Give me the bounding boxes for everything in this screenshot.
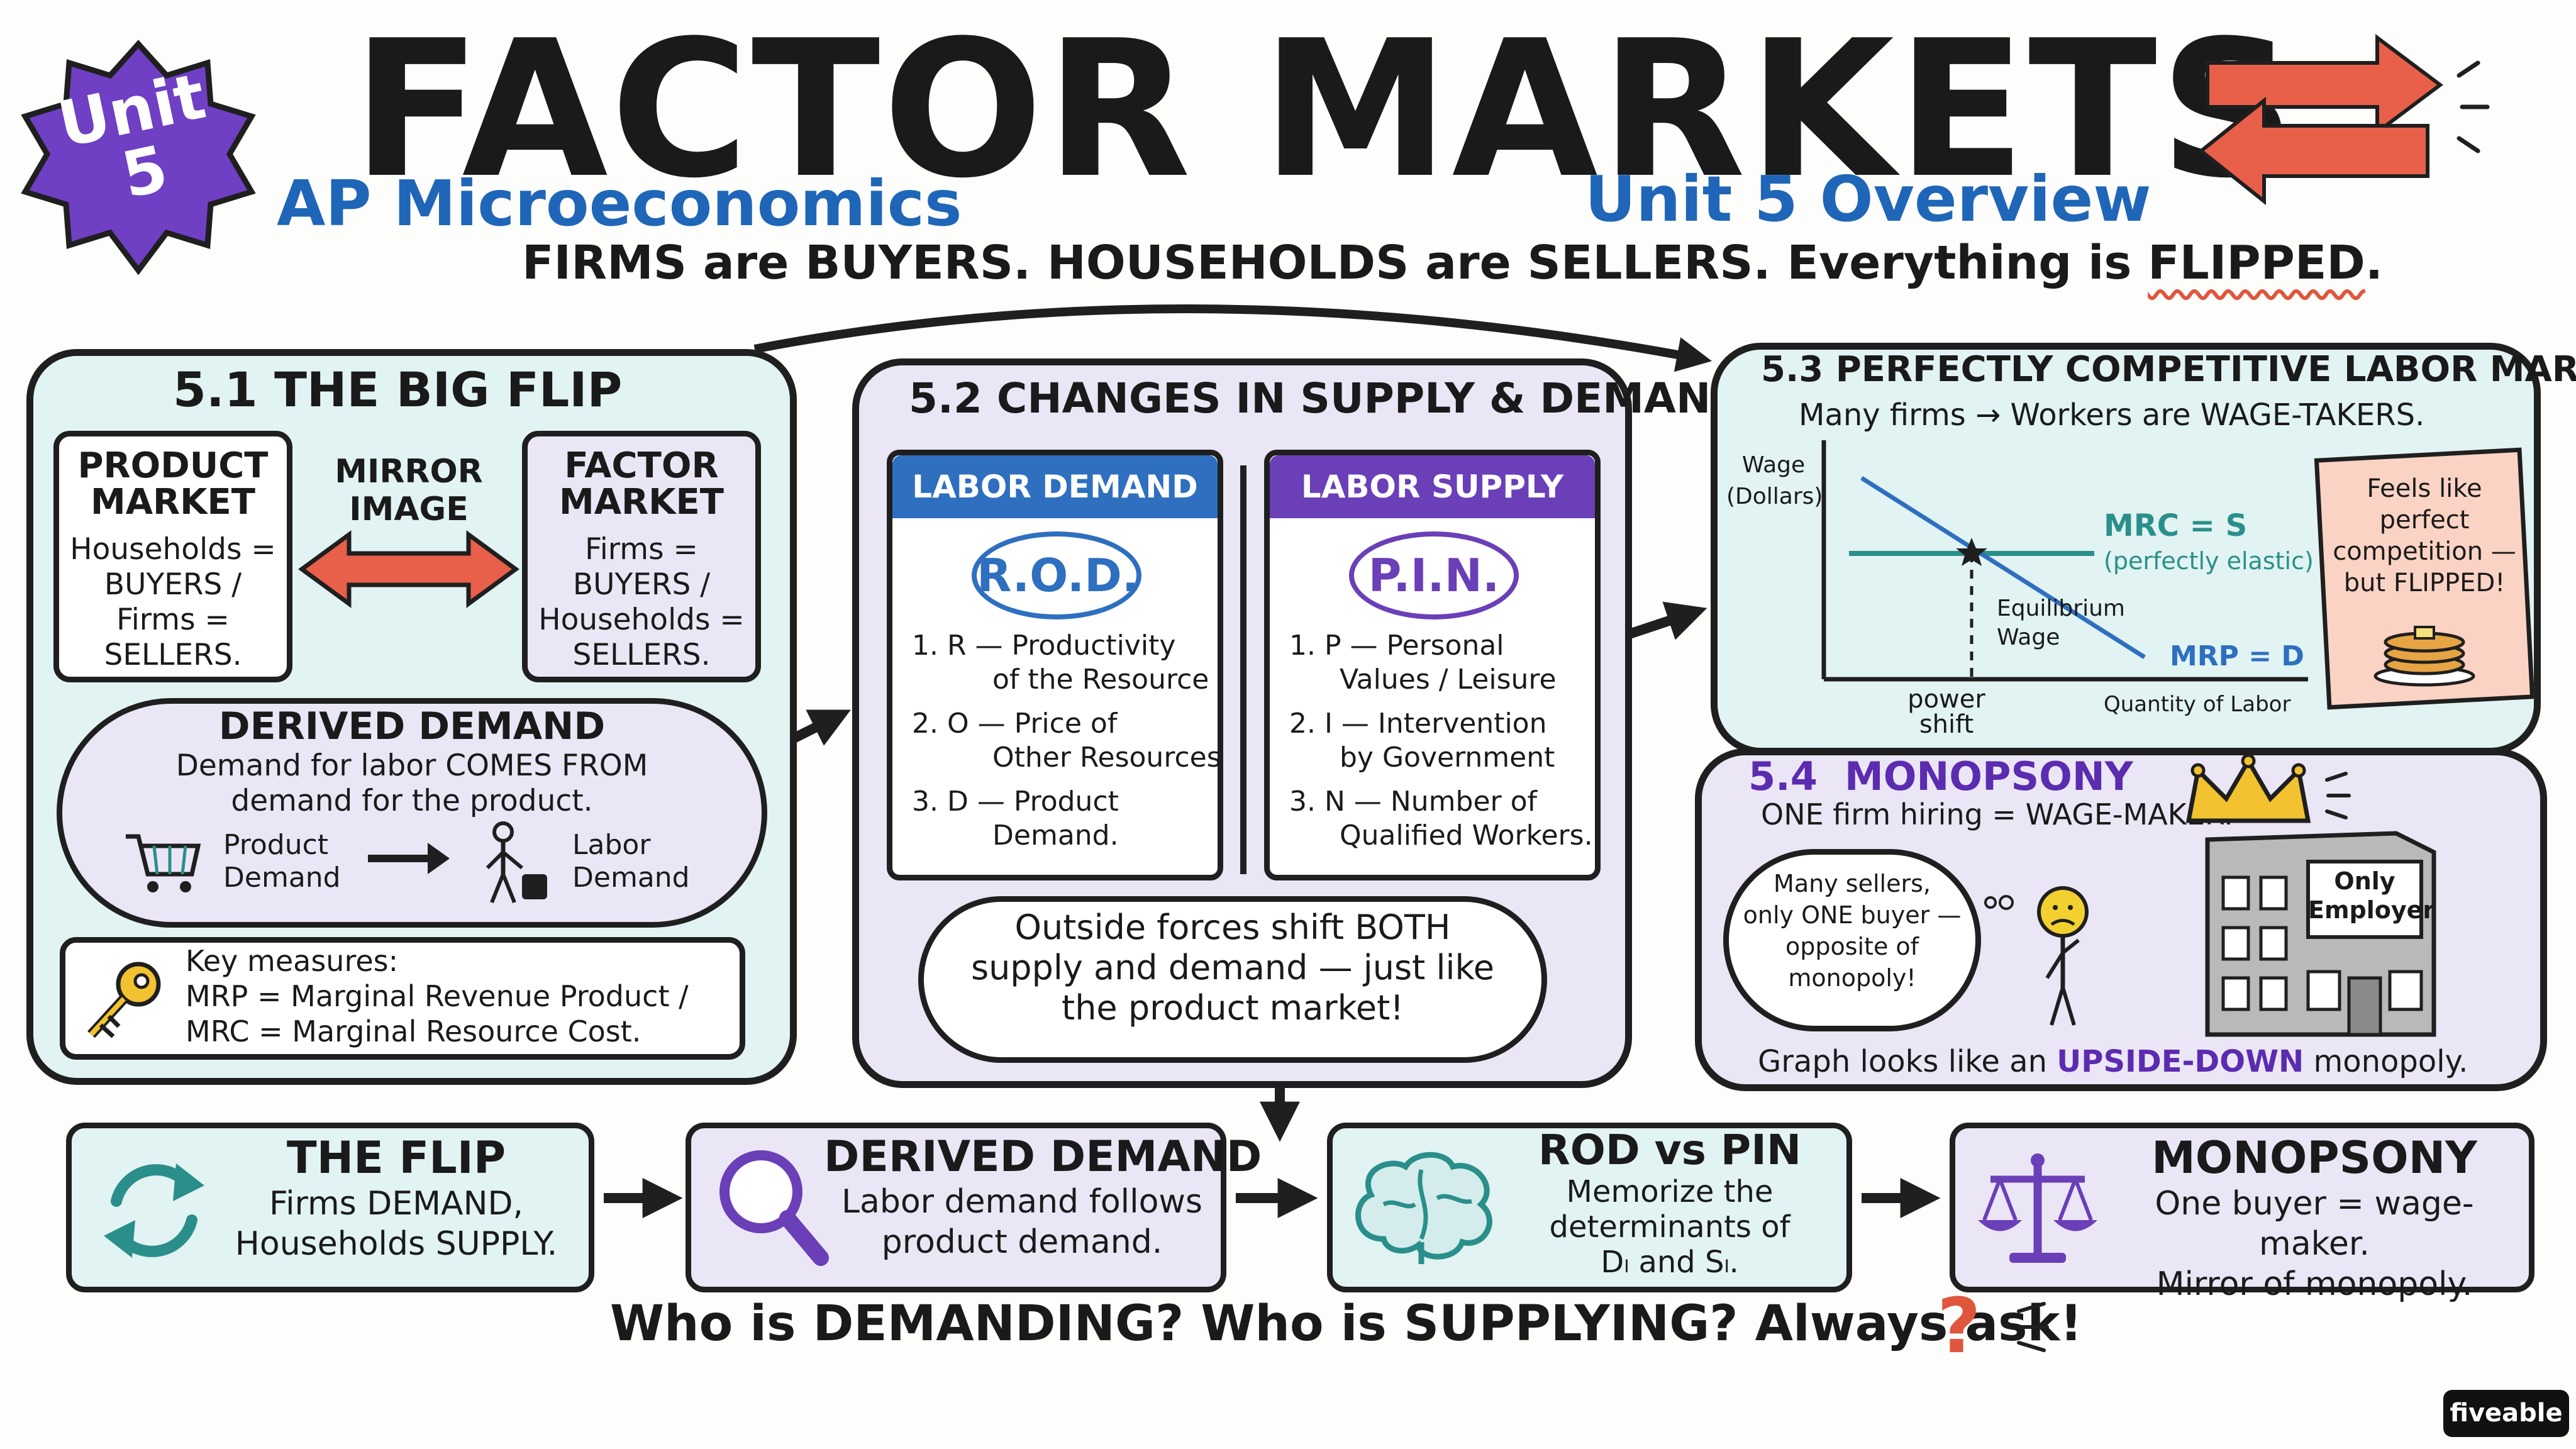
labor-demand-label: Labor Demand (572, 829, 690, 894)
mrc-label: MRC = S (2104, 508, 2248, 543)
emphasis-lines (2017, 1302, 2049, 1352)
curved-arrow-51-to-53 (753, 304, 1713, 372)
flow-card-the-flip-text: THE FLIP Firms DEMAND, Households SUPPLY… (235, 1132, 558, 1263)
outside-forces-bubble (918, 896, 1547, 1063)
flow-card-monopsony (1950, 1123, 2534, 1292)
section-5-4-subtitle: ONE firm hiring = WAGE-MAKER. (1761, 797, 2233, 831)
quantity-axis-label: Quantity of Labor (2104, 692, 2291, 717)
mrp-label: MRP = D (2170, 640, 2304, 672)
section-5-3-subtitle: Many firms → Workers are WAGE-TAKERS. (1799, 397, 2425, 433)
labor-supply-header: LABOR SUPPLY (Sₗ) (1270, 455, 1595, 568)
sparkle-lines (2325, 772, 2351, 819)
pin-list: 1. P — Personal Values / Leisure 2. I — … (1289, 630, 1593, 852)
factor-market-box: FACTOR MARKET Firms = BUYERS / Household… (522, 431, 761, 682)
shopping-cart-icon (126, 834, 201, 892)
right-arrow-icon (368, 843, 450, 874)
labor-supply-card: LABOR SUPPLY (Sₗ) (1264, 450, 1601, 880)
exchange-arrows-icon (2198, 34, 2490, 206)
key-icon (87, 962, 161, 1038)
section-5-3-title: 5.3 PERFECTLY COMPETITIVE LABOR MARKET (1761, 349, 2576, 390)
section-5-4-title: 5.4 MONOPSONY (1748, 753, 2133, 799)
section-5-1-title: 5.1 THE BIG FLIP (173, 362, 623, 418)
crown-icon (2185, 753, 2311, 823)
magnifier-icon (719, 1150, 829, 1266)
derived-demand-cloud (57, 698, 767, 928)
monopsony-thought-cloud (1723, 849, 1981, 1031)
arrow-52-to-53 (1624, 601, 1707, 640)
flow-card-derived-demand-text: DERIVED DEMAND Labor demand follows prod… (824, 1132, 1262, 1261)
only-employer-sign: Only Employer (2308, 867, 2435, 924)
section-5-4-footer: Graph looks like an UPSIDE-DOWN monopoly… (1758, 1044, 2468, 1079)
labor-demand-header: LABOR DEMAND (Dₗ) (892, 455, 1218, 568)
flow-card-the-flip (66, 1123, 594, 1292)
flow-card-monopsony-text: MONOPSONY One buyer = wage-maker. Mirror… (2151, 1132, 2477, 1303)
cycle-arrows-icon (104, 1163, 204, 1258)
key-measures-box (60, 937, 745, 1060)
product-market-box: PRODUCT MARKET Households = BUYERS / Fir… (53, 431, 292, 682)
fiveable-logo: fiveable (2443, 1390, 2569, 1437)
subtitle-overview: Unit 5 Overview (1585, 162, 2151, 236)
mirror-image-label: MIRROR IMAGE (335, 453, 483, 528)
flow-card-rod-vs-pin-text: ROD vs PIN Memorize the determinants of … (1538, 1126, 1802, 1280)
equilibrium-star (1956, 538, 1987, 566)
tagline-flipped: FLIPPED (2148, 236, 2365, 290)
rod-oval: R.O.D. (972, 531, 1141, 619)
labor-market-graph (1821, 440, 2308, 682)
mrc-note: (perfectly elastic) (2104, 547, 2314, 575)
sticky-note-text: Feels like perfect competition — but FLI… (2333, 474, 2516, 597)
worker-icon (486, 821, 547, 904)
unit-badge (21, 40, 256, 275)
building-icon (2205, 831, 2436, 1037)
bottom-question: Who is DEMANDING? Who is SUPPLYING? Alwa… (610, 1296, 2082, 1352)
scales-icon (1978, 1153, 2097, 1263)
derived-demand-text: DERIVED DEMAND Demand for labor COMES FR… (175, 704, 648, 818)
rod-list: 1. R — Productivity of the Resource 2. O… (912, 630, 1221, 852)
equilibrium-wage-label: Equilibrium Wage (1997, 596, 2125, 650)
product-demand-label: Product Demand (223, 829, 341, 894)
page-title: FACTOR MARKETS (352, 0, 2298, 219)
column-divider (1240, 465, 1246, 874)
worried-worker-icon (1984, 886, 2089, 1026)
question-mark-icon: ? (1937, 1283, 1981, 1370)
subtitle-course: AP Microeconomics (277, 167, 962, 240)
brain-icon (1355, 1152, 1492, 1264)
power-shift-label: power shift (1907, 685, 1985, 739)
monopsony-thought-text: Many sellers, only ONE buyer — opposite … (1743, 870, 1962, 992)
section-5-2-title: 5.2 CHANGES IN SUPPLY & DEMAND (909, 374, 1746, 423)
outside-forces-text: Outside forces shift BOTH supply and dem… (970, 908, 1495, 1028)
key-measures-text: Key measures: MRP = Marginal Revenue Pro… (186, 944, 689, 1048)
wage-axis-label: Wage (Dollars) (1726, 452, 1823, 509)
double-arrow-icon (298, 530, 519, 608)
pancakes-icon (2373, 626, 2475, 687)
pin-oval: P.I.N. (1349, 531, 1519, 619)
tagline: FIRMS are BUYERS. HOUSEHOLDS are SELLERS… (522, 236, 2383, 290)
mrp-demand-line (1860, 476, 2146, 659)
